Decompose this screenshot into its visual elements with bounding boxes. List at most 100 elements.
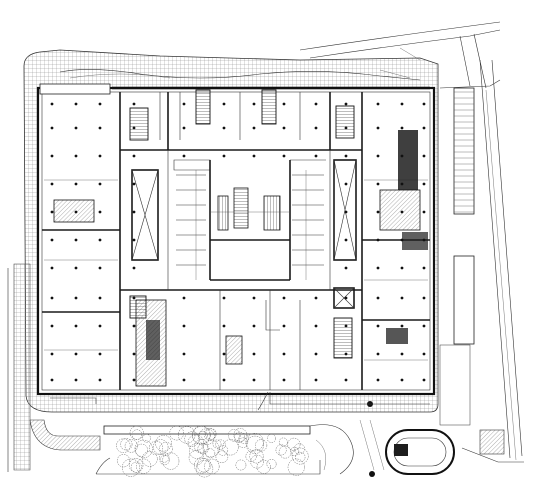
- column-dot: [74, 352, 78, 356]
- column-dot: [132, 324, 136, 328]
- column-dot: [282, 154, 286, 158]
- column-dot: [400, 154, 404, 158]
- column-dot: [252, 378, 256, 382]
- southeast-entry: [461, 429, 524, 463]
- column-dot: [182, 296, 186, 300]
- column-dot: [422, 352, 426, 356]
- column-dot: [50, 238, 54, 242]
- column-dot: [344, 266, 348, 270]
- column-dot: [50, 378, 54, 382]
- column-dot: [344, 126, 348, 130]
- column-dot: [222, 296, 226, 300]
- stair-symbol: [129, 107, 149, 141]
- column-dot: [314, 154, 318, 158]
- column-dot: [344, 182, 348, 186]
- escalator-symbol: [333, 287, 355, 309]
- column-dot: [98, 154, 102, 158]
- column-dot: [400, 378, 404, 382]
- column-dot: [422, 154, 426, 158]
- structural-columns: [50, 102, 426, 382]
- column-dot: [132, 182, 136, 186]
- column-dot: [344, 210, 348, 214]
- column-dot: [50, 266, 54, 270]
- column-dot: [98, 378, 102, 382]
- column-dot: [422, 378, 426, 382]
- column-dot: [74, 210, 78, 214]
- column-dot: [50, 296, 54, 300]
- column-dot: [222, 324, 226, 328]
- column-dot: [182, 324, 186, 328]
- column-dot: [422, 182, 426, 186]
- column-dot: [314, 126, 318, 130]
- column-dot: [222, 102, 226, 106]
- column-dot: [98, 296, 102, 300]
- north-road: [299, 21, 501, 89]
- column-dot: [98, 102, 102, 106]
- column-dot: [132, 102, 136, 106]
- column-dot: [182, 154, 186, 158]
- column-dot: [98, 352, 102, 356]
- column-dot: [98, 210, 102, 214]
- column-dot: [132, 154, 136, 158]
- column-dot: [344, 102, 348, 106]
- column-dot: [422, 324, 426, 328]
- elevator-core-symbol: [53, 130, 428, 387]
- column-dot: [74, 266, 78, 270]
- column-dot: [132, 296, 136, 300]
- parking-stalls: [439, 59, 523, 461]
- column-dot: [400, 182, 404, 186]
- north-service-strip: [39, 69, 430, 95]
- stair-symbol: [233, 187, 249, 229]
- column-dot: [376, 210, 380, 214]
- column-dot: [282, 296, 286, 300]
- column-dot: [132, 352, 136, 356]
- column-dot: [344, 238, 348, 242]
- column-dot: [50, 154, 54, 158]
- column-dot: [252, 352, 256, 356]
- column-dot: [132, 378, 136, 382]
- column-dot: [344, 378, 348, 382]
- column-dot: [282, 378, 286, 382]
- column-dot: [400, 296, 404, 300]
- stair-symbol: [263, 195, 281, 231]
- column-dot: [376, 378, 380, 382]
- column-dot: [182, 352, 186, 356]
- column-dot: [182, 378, 186, 382]
- column-dot: [400, 238, 404, 242]
- column-dot: [74, 182, 78, 186]
- column-dot: [282, 324, 286, 328]
- column-dot: [74, 324, 78, 328]
- column-dot: [376, 296, 380, 300]
- column-dot: [376, 126, 380, 130]
- column-dot: [252, 324, 256, 328]
- column-dot: [50, 324, 54, 328]
- column-dot: [376, 154, 380, 158]
- column-dot: [182, 102, 186, 106]
- column-dot: [282, 102, 286, 106]
- column-dot: [50, 102, 54, 106]
- column-dot: [400, 102, 404, 106]
- column-dot: [400, 352, 404, 356]
- column-dot: [344, 296, 348, 300]
- column-dot: [74, 238, 78, 242]
- column-dot: [400, 210, 404, 214]
- column-dot: [98, 126, 102, 130]
- column-dot: [344, 324, 348, 328]
- column-dot: [74, 102, 78, 106]
- column-dot: [74, 126, 78, 130]
- column-dot: [74, 154, 78, 158]
- column-dot: [400, 126, 404, 130]
- column-dot: [344, 352, 348, 356]
- column-dot: [376, 238, 380, 242]
- stair-symbol: [335, 105, 355, 139]
- escalator-symbol: [333, 159, 357, 261]
- column-dot: [98, 182, 102, 186]
- column-dot: [282, 126, 286, 130]
- column-dot: [222, 154, 226, 158]
- stair-cores: [129, 89, 355, 359]
- column-dot: [376, 324, 380, 328]
- column-dot: [376, 182, 380, 186]
- column-dot: [50, 210, 54, 214]
